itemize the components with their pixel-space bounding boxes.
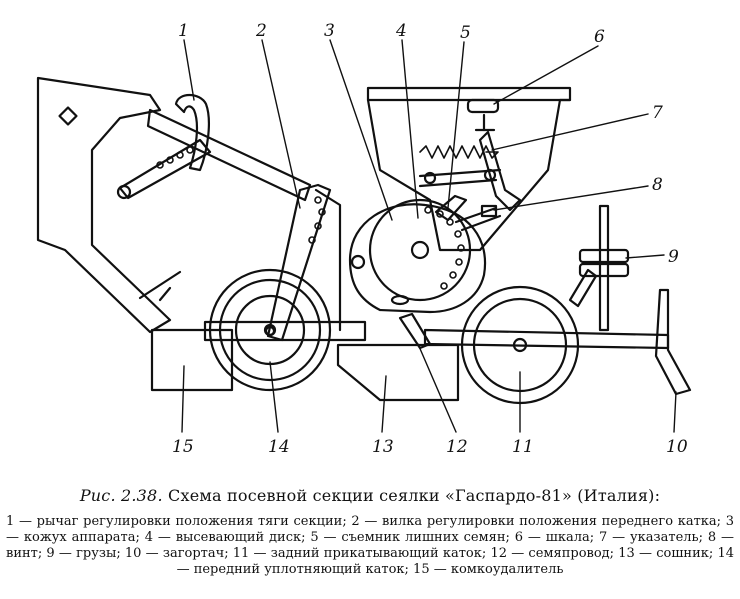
seeding-disk <box>368 198 472 302</box>
weight-post <box>598 204 610 332</box>
hitch-bolt-square <box>58 106 78 126</box>
clod-remover-stem <box>138 270 182 302</box>
fork-holes <box>308 196 326 244</box>
label-6: 6 <box>594 27 605 47</box>
main-frame-bar <box>203 320 367 342</box>
label-5: 5 <box>460 23 471 43</box>
coulter <box>336 343 460 402</box>
label-9: 9 <box>668 247 679 267</box>
disk-hub <box>410 240 430 260</box>
pointer <box>478 130 522 212</box>
upper-link-arm <box>146 108 312 202</box>
casing-knob <box>350 254 366 270</box>
label-1: 1 <box>178 21 189 41</box>
lower-link-arm <box>118 138 212 200</box>
label-8: 8 <box>652 175 663 195</box>
label-13: 13 <box>372 437 394 457</box>
linkage-pin <box>423 171 437 185</box>
linkage-pin <box>483 168 497 182</box>
seed-hopper <box>366 86 572 252</box>
weight <box>578 248 630 264</box>
link-pivot <box>116 184 132 200</box>
agitator-spring <box>419 145 499 159</box>
label-12: 12 <box>446 437 468 457</box>
lever-holes <box>156 146 194 169</box>
label-7: 7 <box>652 103 663 123</box>
coverer <box>654 288 692 396</box>
screw-nut <box>480 204 498 218</box>
adjustment-lever <box>174 93 210 172</box>
label-4: 4 <box>395 21 407 41</box>
hitch-bracket <box>36 76 172 334</box>
leader-lines <box>181 39 677 433</box>
label-11: 11 <box>512 437 534 457</box>
figure-legend: 1 — рычаг регулировки положения тяги сек… <box>6 514 734 577</box>
scale <box>466 98 500 114</box>
weight-bracket <box>568 268 598 308</box>
adjusting-screw <box>454 206 502 232</box>
weight <box>578 262 630 278</box>
roller-fork <box>266 183 332 342</box>
label-15: 15 <box>172 437 194 457</box>
seeder-section-diagram: 1 2 3 4 5 6 7 8 9 10 11 12 13 14 15 <box>36 21 692 457</box>
caption-title: Схема посевной секции сеялки «Гаспардо-8… <box>168 486 661 505</box>
fork-rear-plate <box>314 188 342 332</box>
clod-remover <box>150 328 234 392</box>
casing-slot <box>390 294 410 306</box>
label-14: 14 <box>268 437 290 457</box>
label-3: 3 <box>324 21 335 41</box>
figure-caption: Рис. 2.38. Схема посевной секции сеялки … <box>0 486 740 505</box>
label-2: 2 <box>255 21 267 41</box>
label-10: 10 <box>666 437 688 457</box>
caption-prefix: Рис. 2.38. <box>79 486 163 505</box>
